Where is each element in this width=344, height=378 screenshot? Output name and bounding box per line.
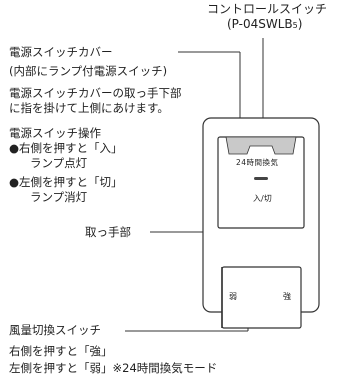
switch-title: コントロールスイッチ [207,2,328,16]
power-op-title: 電源スイッチ操作 [9,126,101,140]
open-instruction-2: に指を掛けて上側にあけます。 [9,101,169,115]
power-op-left-1: ●左側を押すと「切」 [9,175,123,189]
handle-label: 取っ手部 [85,225,131,239]
strong-label: 強 [283,292,291,301]
power-op-right-1: ●右側を押すと「入」 [9,141,123,155]
fan-switch-label: 風量切換スイッチ [9,323,101,337]
power-op-right-2: ランプ点灯 [30,156,88,170]
model-number: (P-04SWLB5) [227,17,302,33]
power-op-left-2: ランプ消灯 [30,190,88,204]
model-prefix: (P-04SWLB [227,17,293,31]
mode-label-24h: 24時間換気 [236,158,279,167]
cover-handle-notch [225,136,297,155]
open-instruction-1: 電源スイッチカバーの取っ手下部 [9,86,182,100]
on-off-label: 入/切 [253,194,272,203]
model-suffix: ) [297,17,303,31]
fan-left-note: 左側を押すと「弱」※24時間換気モード [9,361,218,375]
lamp-indicator [254,177,268,180]
model-subscript: 5 [292,21,298,30]
cover-label: 電源スイッチカバー [9,45,113,59]
cover-note: (内部にランプ付電源スイッチ) [9,64,168,78]
fan-right-note: 右側を押すと「強」 [9,344,113,358]
weak-label: 弱 [229,292,237,301]
